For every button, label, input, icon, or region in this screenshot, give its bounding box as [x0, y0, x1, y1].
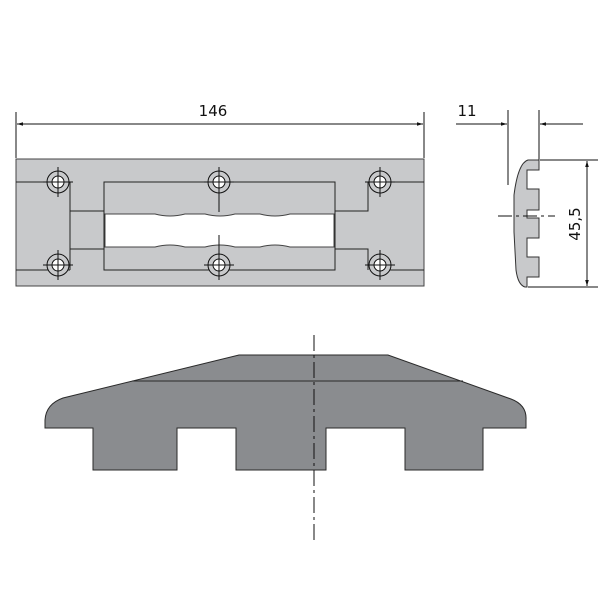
section-profile: [44, 354, 527, 471]
front-section: [44, 335, 527, 543]
hole-icon: [43, 250, 73, 280]
hole-icon: [365, 250, 395, 280]
width-dimension: 146: [15, 102, 425, 158]
side-profile: [513, 159, 540, 288]
top-view: 146: [15, 102, 425, 287]
hole-icon: [43, 167, 73, 197]
center-slot: [104, 213, 335, 248]
mounting-hole-icons: [43, 167, 395, 280]
thickness-dimension-label: 11: [457, 102, 476, 120]
hole-icon: [204, 235, 234, 280]
side-view: 11 45,5: [456, 102, 598, 288]
hole-icon: [365, 167, 395, 197]
hole-icon: [204, 167, 234, 212]
height-dimension-label: 45,5: [566, 207, 584, 240]
width-dimension-label: 146: [199, 102, 228, 120]
